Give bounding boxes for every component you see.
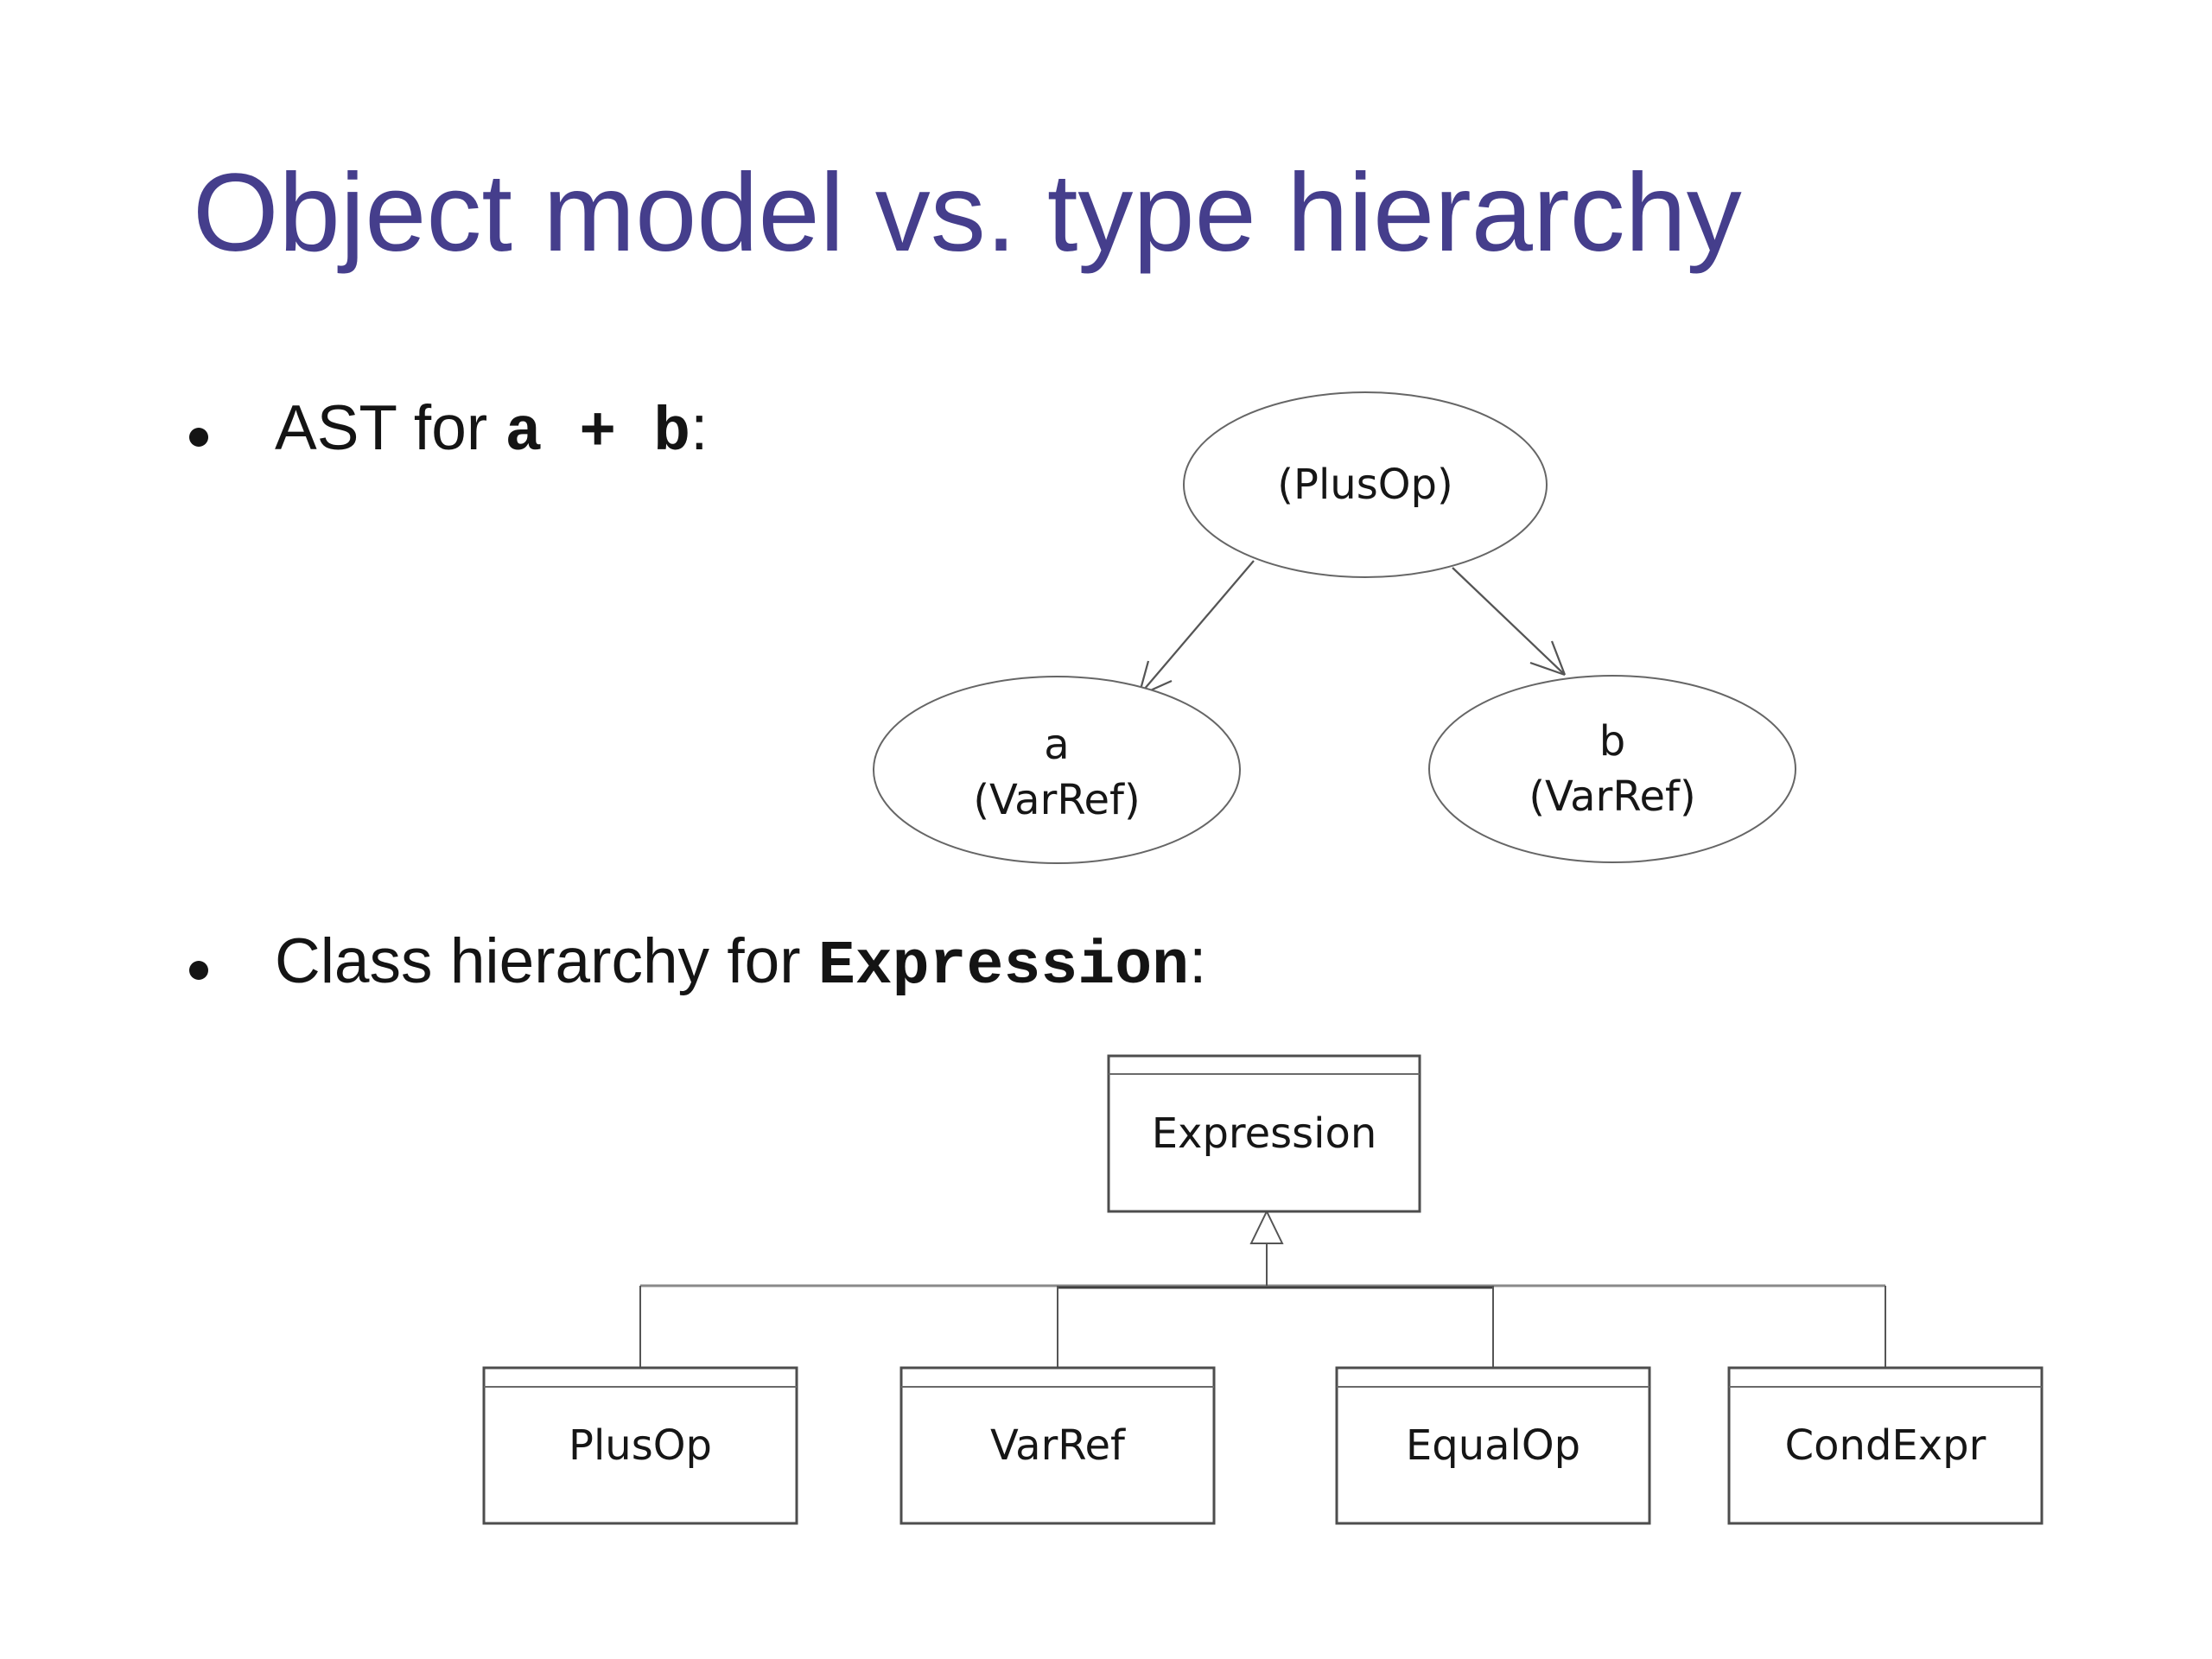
ast-left-name: a bbox=[1044, 721, 1069, 769]
bullet-text-prefix: Class hierarchy for bbox=[275, 926, 818, 996]
ast-node-root bbox=[1183, 391, 1548, 578]
uml-class-label-expression: Expression bbox=[1152, 1109, 1377, 1158]
uml-class-box-condexpr bbox=[1727, 1366, 2044, 1525]
ast-right-type: (VarRef) bbox=[1529, 772, 1695, 821]
uml-class-label-equalop: EqualOp bbox=[1406, 1421, 1580, 1470]
ast-arrowhead-right bbox=[1529, 640, 1567, 677]
bullet-code: a + b bbox=[505, 398, 691, 468]
ast-diagram: (PlusOp) a (VarRef) b (VarRef) bbox=[873, 391, 1796, 864]
bullet-code: Expression bbox=[817, 931, 1190, 1001]
slide-title: Object model vs. type hierarchy bbox=[193, 151, 1742, 275]
uml-class-box-plusop bbox=[482, 1366, 798, 1525]
bullet-text-prefix: AST for bbox=[275, 393, 505, 463]
uml-class-box-expression bbox=[1107, 1054, 1421, 1213]
ast-edge-right bbox=[1452, 567, 1566, 676]
uml-class-label-condexpr: CondExpr bbox=[1785, 1421, 1986, 1470]
class-hierarchy-diagram: Expression PlusOp VarRef EqualOp CondExp… bbox=[482, 1054, 2044, 1525]
uml-class-label-varref: VarRef bbox=[990, 1421, 1126, 1470]
bullet-item-ast: AST for a + b: bbox=[275, 397, 708, 465]
uml-class-box-varref bbox=[899, 1366, 1216, 1525]
ast-edge-left bbox=[1138, 560, 1255, 696]
bullet-text-suffix: : bbox=[1189, 926, 1207, 996]
ast-left-type: (VarRef) bbox=[973, 776, 1140, 824]
ast-root-label: (PlusOp) bbox=[1277, 461, 1452, 509]
uml-class-box-equalop bbox=[1335, 1366, 1651, 1525]
ast-node-right bbox=[1428, 675, 1796, 863]
ast-node-left bbox=[873, 676, 1241, 864]
uml-inheritance-triangle-icon bbox=[1249, 1209, 1284, 1244]
ast-right-name: b bbox=[1599, 717, 1625, 766]
bullet-text-suffix: : bbox=[690, 393, 709, 463]
bullet-item-class-hierarchy: Class hierarchy for Expression: bbox=[275, 930, 1206, 998]
bullet-icon bbox=[189, 961, 208, 980]
bullet-icon bbox=[189, 428, 208, 447]
uml-class-label-plusop: PlusOp bbox=[569, 1421, 712, 1470]
